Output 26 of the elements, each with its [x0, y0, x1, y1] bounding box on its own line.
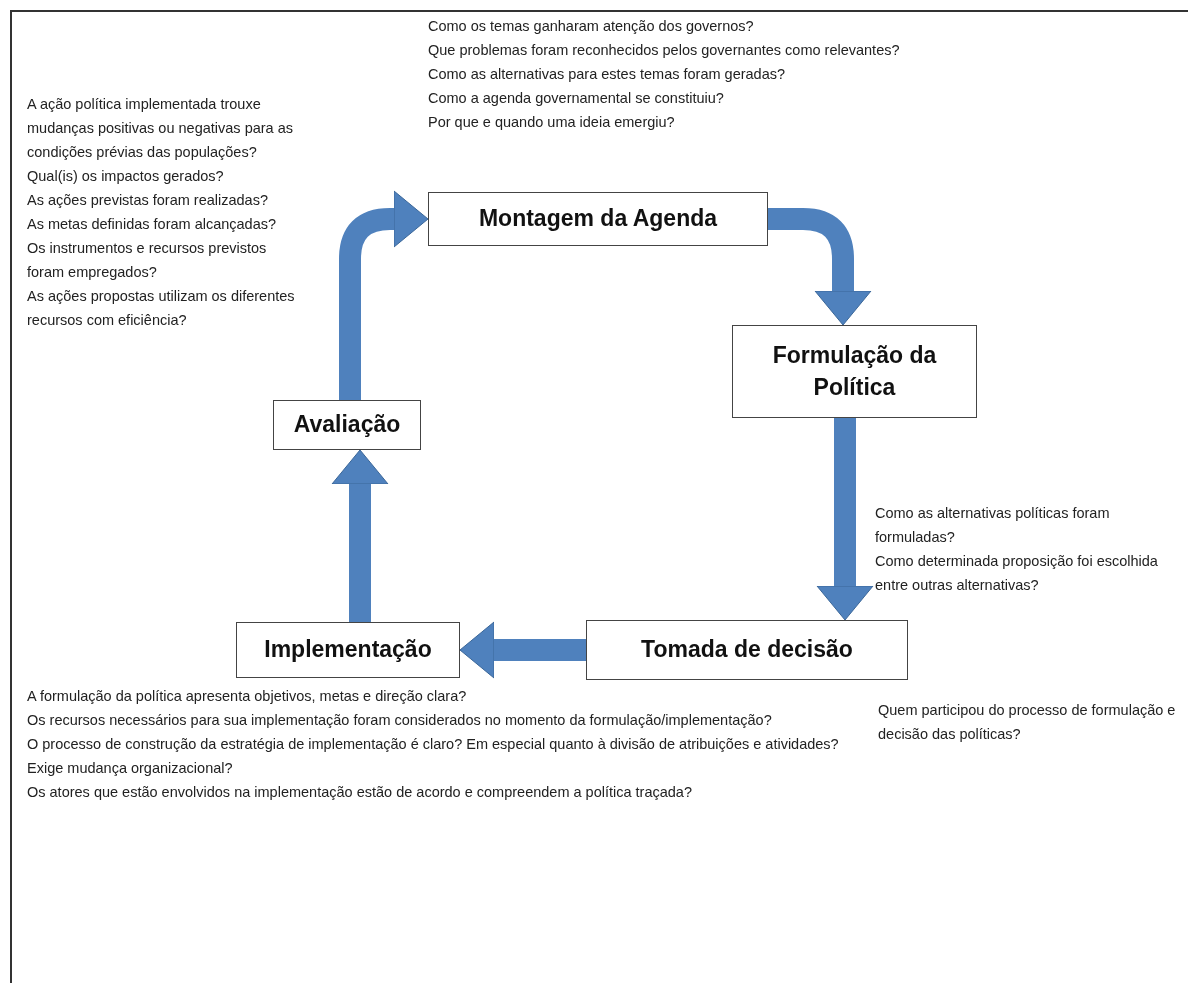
- question-text: A ação política implementada trouxe mudanças positivas ou negativas para as condições prévias das populações?: [27, 95, 294, 162]
- question-text: Que problemas foram reconhecidos pelos governantes como relevantes?: [428, 41, 901, 60]
- question-text: Como a agenda governamental se constituiu?: [428, 89, 725, 108]
- question-text: As ações propostas utilizam os diferentes recursos com eficiência?: [27, 287, 295, 330]
- question-text: Como determinada proposição foi escolhida entre outras alternativas?: [875, 552, 1159, 595]
- stage-box: Implementação: [236, 622, 460, 678]
- question-text: Os atores que estão envolvidos na implementação estão de acordo e compreendem a política traçada?: [27, 783, 693, 802]
- question-text: Por que e quando uma ideia emergiu?: [428, 113, 676, 132]
- stage-box: Montagem da Agenda: [428, 192, 768, 246]
- stage-box: Avaliação: [273, 400, 421, 450]
- block-arrow: [331, 449, 389, 622]
- question-text: Como os temas ganharam atenção dos governos?: [428, 17, 755, 36]
- question-text: A formulação da política apresenta objetivos, metas e direção clara?: [27, 687, 468, 706]
- stage-box: Formulação da Política: [732, 325, 977, 418]
- question-text: Qual(is) os impactos gerados?: [27, 167, 225, 186]
- question-text: As ações previstas foram realizadas?: [27, 191, 269, 210]
- question-text: Os recursos necessários para sua implementação foram considerados no momento da formulação/implementação?: [27, 711, 773, 730]
- question-text: Quem participou do processo de formulação e decisão das políticas?: [878, 701, 1177, 744]
- question-text: Como as alternativas políticas foram formuladas?: [875, 504, 1111, 547]
- block-arrow: [339, 190, 429, 400]
- block-arrow: [459, 621, 586, 679]
- question-text: O processo de construção da estratégia de implementação é claro? Em especial quanto à divisão de atribuições e atividades? Exige mudança organizacional?: [27, 735, 840, 778]
- stage-box: Tomada de decisão: [586, 620, 908, 680]
- question-text: As metas definidas foram alcançadas? Os instrumentos e recursos previstos foram empregados?: [27, 215, 278, 282]
- block-arrow: [816, 418, 874, 621]
- question-text: Como as alternativas para estes temas foram geradas?: [428, 65, 787, 84]
